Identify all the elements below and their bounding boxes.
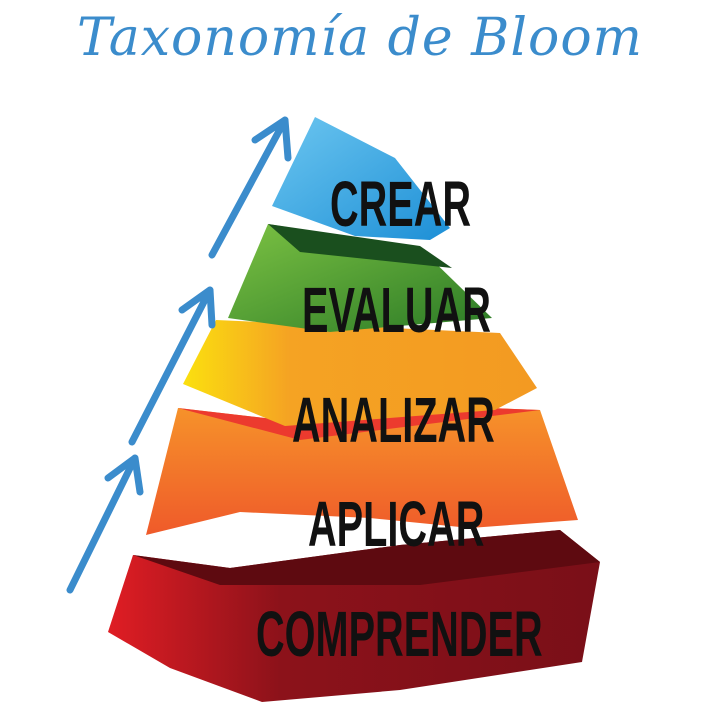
level-label-crear: CREAR: [330, 168, 472, 240]
level-comprender-shape: [108, 530, 600, 702]
diagram-title: Taxonomía de Bloom: [77, 8, 643, 68]
arrow-icon: [66, 116, 292, 594]
level-label-evaluar: EVALUAR: [302, 274, 491, 346]
level-label-analizar: ANALIZAR: [292, 384, 495, 456]
level-label-comprender: COMPRENDER: [256, 598, 543, 670]
level-crear-shape: [272, 117, 450, 240]
level-analizar-shape: [183, 320, 537, 426]
level-evaluar-shape: [228, 224, 492, 332]
level-aplicar-shape: [146, 408, 578, 535]
level-label-aplicar: APLICAR: [308, 488, 485, 560]
